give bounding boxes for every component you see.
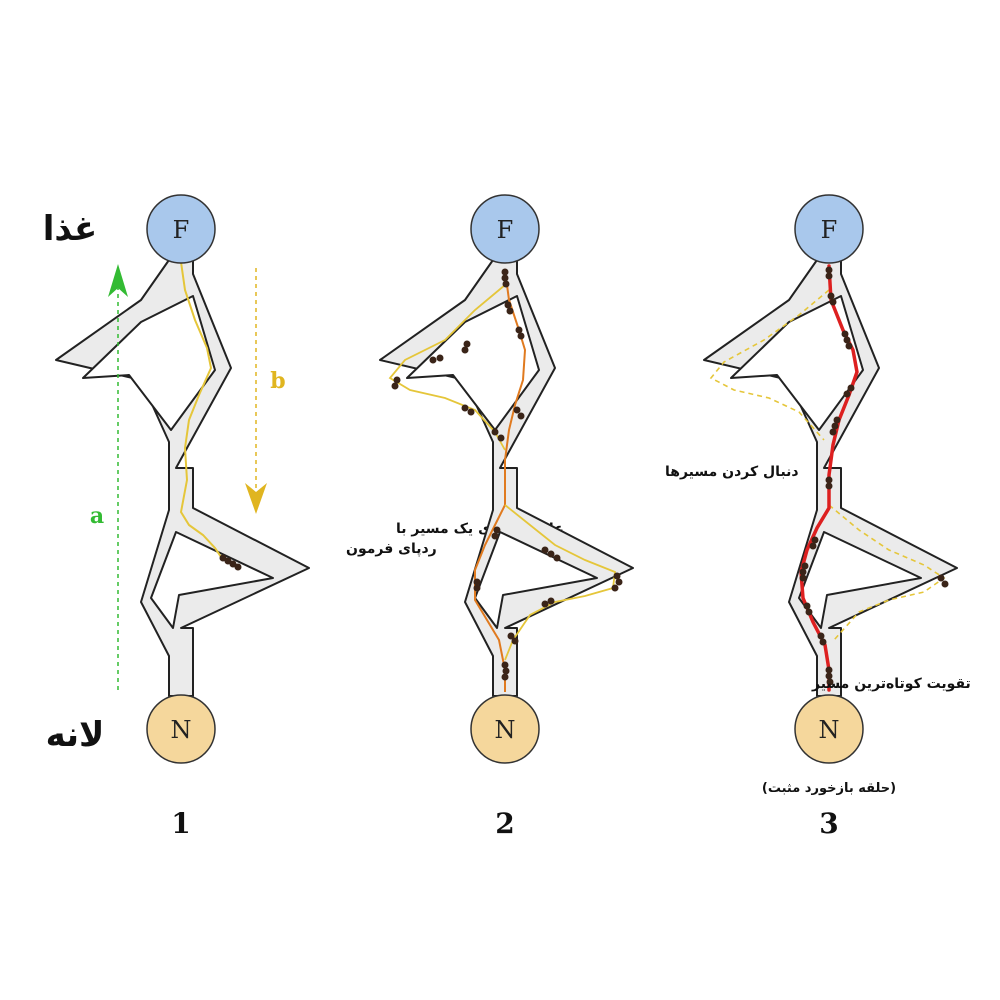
pheromone-trail-upper-loop <box>388 284 506 451</box>
nest-node-label: N <box>495 716 516 744</box>
arrow-a-label: a <box>90 503 104 529</box>
nest-node-label: N <box>819 716 840 744</box>
arrow-a-head <box>108 264 128 297</box>
panel-1: F N a b علامت‌گذاری یک مسیر با ردپای فرم… <box>55 194 564 840</box>
food-node <box>794 194 864 264</box>
nest-node <box>470 694 540 764</box>
food-node-label: F <box>821 216 838 244</box>
arrow-b-label: b <box>270 368 285 394</box>
nest-node <box>146 694 216 764</box>
food-node-label: F <box>497 216 514 244</box>
annotation-line-2: ردپای فرمون <box>346 541 437 557</box>
food-node <box>470 194 540 264</box>
ant-group <box>391 268 623 681</box>
arrow-b-head <box>245 483 267 514</box>
ant-group <box>799 266 949 686</box>
nest-node-label: N <box>171 716 192 744</box>
nest-node <box>794 694 864 764</box>
ant-group <box>219 554 242 571</box>
panel-3: F N تقویت کوتاه‌ترین مسیر (حلقه بازخورد … <box>703 194 971 840</box>
annotation-line-1: دنبال کردن مسیرها <box>665 464 799 480</box>
food-node-label: F <box>173 216 190 244</box>
panel-number: 2 <box>495 807 514 840</box>
panel-number: 3 <box>819 807 838 840</box>
panel-2: F N دنبال کردن مسیرها 2 <box>379 194 799 840</box>
food-side-label: غذا <box>43 209 98 249</box>
caption: (حلقه بازخورد مثبت) <box>762 781 896 796</box>
pheromone-trail-faded-upper <box>709 289 830 441</box>
panel-number: 1 <box>171 807 190 840</box>
annotation-line-1: تقویت کوتاه‌ترین مسیر <box>811 676 971 692</box>
food-node <box>146 194 216 264</box>
nest-side-label: لانه <box>46 715 105 755</box>
pheromone-trail <box>179 261 224 561</box>
